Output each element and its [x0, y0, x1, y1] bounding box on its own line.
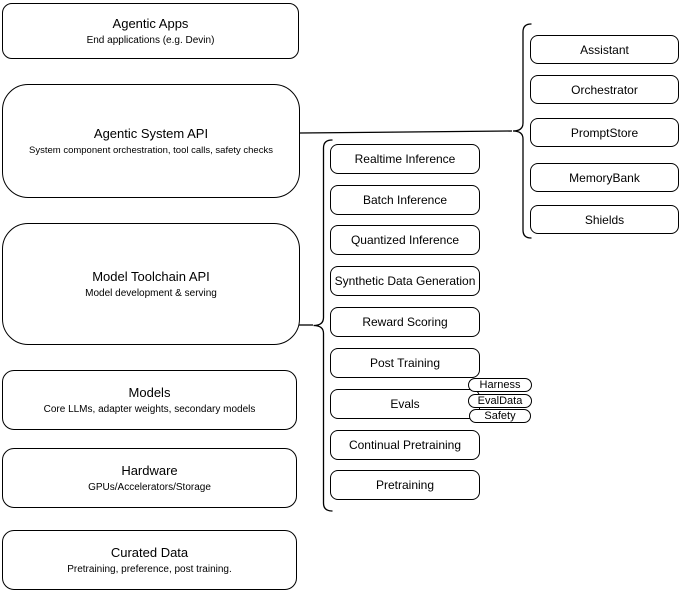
node-quantized-inference: Quantized Inference [330, 225, 480, 255]
pill-label: Safety [484, 410, 516, 422]
node-title: Models [128, 384, 171, 400]
node-label: Post Training [369, 356, 441, 370]
node-assistant: Assistant [530, 35, 679, 64]
node-label: Shields [584, 212, 625, 227]
node-batch-inference: Batch Inference [330, 185, 480, 215]
node-subtitle: GPUs/Accelerators/Storage [88, 481, 211, 493]
node-memorybank: MemoryBank [530, 163, 679, 192]
node-orchestrator: Orchestrator [530, 75, 679, 104]
node-label: Evals [390, 397, 420, 411]
node-agentic-system-api: Agentic System API System component orch… [2, 84, 300, 198]
node-agentic-apps: Agentic Apps End applications (e.g. Devi… [2, 3, 299, 59]
pill-evaldata: EvalData [468, 394, 532, 408]
node-label: Orchestrator [571, 82, 638, 97]
node-label: Pretraining [375, 478, 435, 492]
node-title: Curated Data [110, 544, 189, 560]
node-shields: Shields [530, 205, 679, 234]
node-pretraining: Pretraining [330, 470, 480, 500]
node-title: Agentic System API [93, 125, 209, 141]
system-components-brace [512, 23, 532, 239]
node-reward-scoring: Reward Scoring [330, 307, 480, 337]
node-label: PromptStore [570, 125, 639, 140]
node-continual-pretraining: Continual Pretraining [330, 430, 480, 460]
node-label: MemoryBank [569, 170, 640, 185]
system-api-to-components-connector-line [299, 130, 513, 134]
node-models: Models Core LLMs, adapter weights, secon… [2, 370, 297, 430]
pill-label: EvalData [477, 395, 523, 407]
node-label: Quantized Inference [350, 233, 460, 247]
pill-harness: Harness [468, 378, 532, 392]
node-subtitle: System component orchestration, tool cal… [29, 144, 273, 156]
node-evals: Evals [330, 389, 480, 419]
node-subtitle: End applications (e.g. Devin) [86, 34, 215, 46]
node-label: Reward Scoring [362, 315, 448, 329]
node-synthetic-data-generation: Synthetic Data Generation [330, 266, 480, 296]
node-subtitle: Model development & serving [85, 287, 217, 299]
pill-safety: Safety [469, 409, 531, 423]
node-model-toolchain-api: Model Toolchain API Model development & … [2, 223, 300, 345]
pill-label: Harness [479, 379, 521, 391]
node-label: Continual Pretraining [348, 438, 462, 452]
node-title: Agentic Apps [112, 15, 189, 31]
node-hardware: Hardware GPUs/Accelerators/Storage [2, 448, 297, 508]
node-subtitle: Pretraining, preference, post training. [67, 563, 232, 575]
node-label: Assistant [580, 42, 629, 57]
node-label: Synthetic Data Generation [334, 274, 476, 288]
node-realtime-inference: Realtime Inference [330, 144, 480, 174]
node-subtitle: Core LLMs, adapter weights, secondary mo… [43, 403, 256, 415]
node-label: Batch Inference [362, 193, 448, 207]
node-label: Realtime Inference [354, 152, 456, 166]
toolchain-services-brace [313, 139, 333, 512]
node-curated-data: Curated Data Pretraining, preference, po… [2, 530, 297, 590]
node-title: Model Toolchain API [92, 268, 210, 284]
node-promptstore: PromptStore [530, 118, 679, 147]
node-post-training: Post Training [330, 348, 480, 378]
node-title: Hardware [121, 462, 178, 478]
